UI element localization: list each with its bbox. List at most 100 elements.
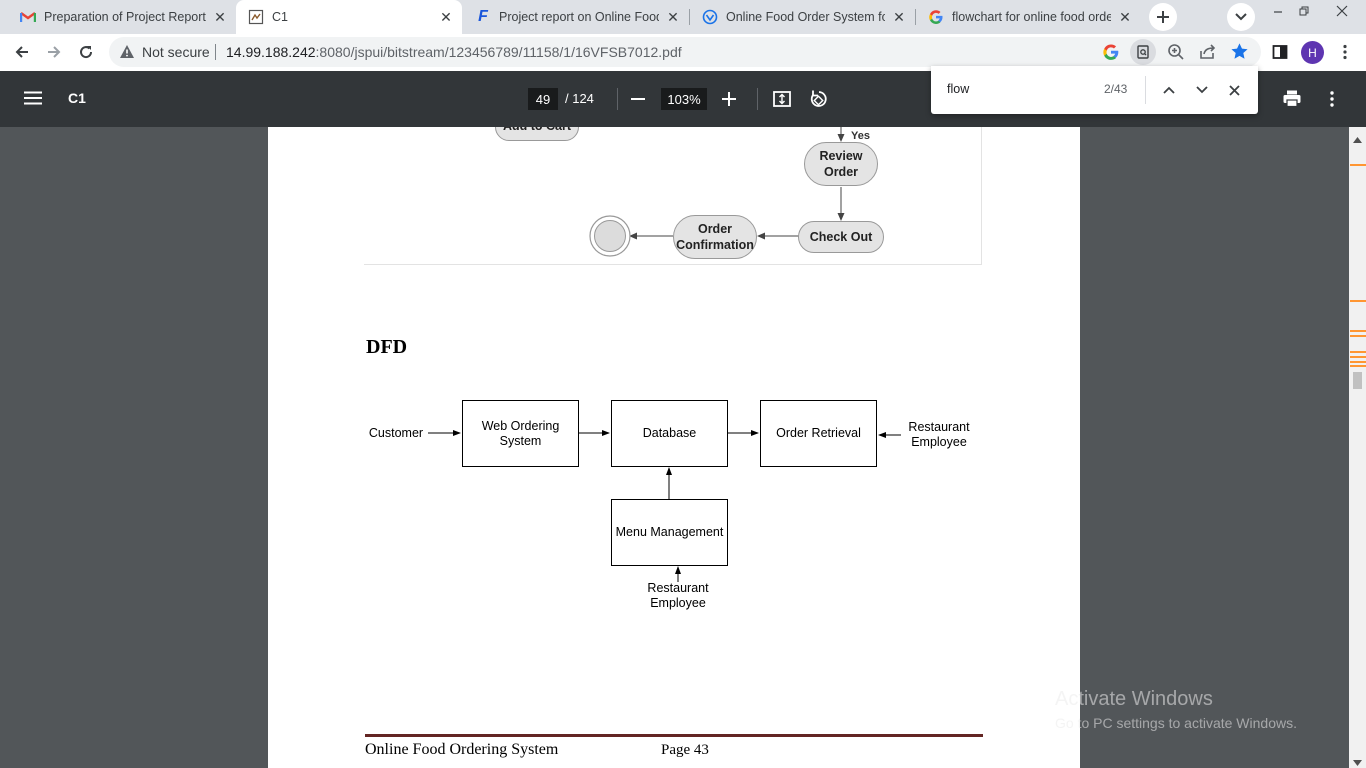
find-match-marker xyxy=(1350,330,1366,332)
footer-page-label: Page 43 xyxy=(661,742,709,758)
tab-close-icon[interactable]: ✕ xyxy=(214,8,226,25)
gmail-icon xyxy=(20,9,36,25)
security-label[interactable]: Not secure xyxy=(142,44,210,60)
menu-button[interactable] xyxy=(24,91,42,108)
tab-close-icon[interactable]: ✕ xyxy=(1119,8,1131,25)
tab-google-search[interactable]: flowchart for online food orde ✕ xyxy=(916,0,1141,34)
flowchart-frame xyxy=(364,127,982,265)
share-icon[interactable] xyxy=(1199,43,1217,64)
more-vert-icon xyxy=(1330,91,1334,107)
dfd-connectors xyxy=(428,430,901,582)
side-panel-button[interactable] xyxy=(1266,38,1294,66)
tab-close-icon[interactable]: ✕ xyxy=(893,8,905,25)
tab-project-report[interactable]: F Project report on Online Food ✕ xyxy=(463,0,689,34)
forward-button[interactable] xyxy=(40,38,68,66)
tab-close-icon[interactable]: ✕ xyxy=(667,8,679,25)
f-logo-icon: F xyxy=(478,8,488,25)
tab-online-food-system[interactable]: Online Food Order System for ✕ xyxy=(690,0,915,34)
dfd-menu-management: Menu Management xyxy=(611,499,728,566)
flowchart-connectors xyxy=(589,127,845,257)
address-bar[interactable]: Not secure 14.99.188.242:8080/jspui/bits… xyxy=(109,37,1261,67)
url-host: 14.99.188.242 xyxy=(226,44,316,60)
find-in-page-icon[interactable] xyxy=(1130,39,1156,65)
tab-search-button[interactable] xyxy=(1227,3,1255,31)
pdf-doc-icon xyxy=(248,9,264,25)
scroll-down-arrow-icon[interactable] xyxy=(1353,754,1362,768)
zoom-out-button[interactable] xyxy=(631,91,649,107)
tab-separator xyxy=(689,9,690,25)
fit-page-button[interactable] xyxy=(773,90,791,111)
dfd-order-retrieval: Order Retrieval xyxy=(760,400,877,467)
close-window-button[interactable] xyxy=(1318,0,1366,22)
chevron-down-icon xyxy=(1196,86,1208,94)
tab-title: Project report on Online Food xyxy=(499,10,659,24)
google-translate-icon[interactable] xyxy=(1102,43,1120,64)
plus-icon xyxy=(1157,11,1169,23)
browser-menu-button[interactable] xyxy=(1331,38,1359,66)
pdf-viewer[interactable]: Add to Cart Yes Review Order Check Out O… xyxy=(0,127,1349,768)
tab-title: Online Food Order System for xyxy=(726,10,885,24)
watermark-subtitle: Go to PC settings to activate Windows. xyxy=(1055,715,1297,731)
tab-strip: Preparation of Project Reports ✕ C1 ✕ F … xyxy=(0,0,1366,34)
page-number-input[interactable]: 49 xyxy=(528,88,558,110)
find-match-marker xyxy=(1350,365,1366,367)
minimize-icon xyxy=(1274,11,1282,13)
pdf-page: Add to Cart Yes Review Order Check Out O… xyxy=(268,127,1080,768)
reload-icon xyxy=(80,46,93,59)
print-button[interactable] xyxy=(1283,90,1301,110)
warning-icon[interactable] xyxy=(119,44,135,62)
footer-rule xyxy=(365,734,983,737)
url-text[interactable]: 14.99.188.242:8080/jspui/bitstream/12345… xyxy=(226,44,682,60)
rotate-button[interactable] xyxy=(809,89,828,112)
find-previous-button[interactable] xyxy=(1159,81,1179,99)
vivo-icon xyxy=(702,9,718,25)
tab-preparation-reports[interactable]: Preparation of Project Reports ✕ xyxy=(8,0,236,34)
zoom-icon[interactable] xyxy=(1167,43,1185,64)
footer-doc-name: Online Food Ordering System xyxy=(365,741,559,758)
more-vert-icon xyxy=(1343,44,1347,60)
tab-title: flowchart for online food orde xyxy=(952,10,1111,24)
tab-c1[interactable]: C1 ✕ xyxy=(236,0,462,34)
restore-icon xyxy=(1299,6,1309,16)
find-count: 2/43 xyxy=(1104,82,1128,96)
dfd-customer: Customer xyxy=(368,426,424,440)
profile-avatar[interactable]: H xyxy=(1301,41,1324,64)
pdf-more-button[interactable] xyxy=(1330,91,1334,110)
scroll-thumb[interactable] xyxy=(1353,372,1362,389)
new-tab-button[interactable] xyxy=(1149,3,1177,31)
total-pages: / 124 xyxy=(565,91,594,106)
find-close-button[interactable] xyxy=(1224,81,1244,99)
review-order-node: Review Order xyxy=(804,142,878,186)
chevron-down-icon xyxy=(1235,13,1247,21)
arrow-left-icon xyxy=(15,46,28,58)
find-input[interactable]: flow xyxy=(947,82,970,96)
zoom-input[interactable]: 103% xyxy=(661,88,707,110)
tab-close-icon[interactable]: ✕ xyxy=(440,8,452,25)
find-next-button[interactable] xyxy=(1192,81,1212,99)
scroll-up-arrow-icon[interactable] xyxy=(1353,131,1362,146)
arrow-right-icon xyxy=(48,46,61,58)
hamburger-icon xyxy=(24,91,42,105)
vertical-scrollbar[interactable] xyxy=(1349,127,1366,768)
dfd-database: Database xyxy=(611,400,728,467)
print-icon xyxy=(1283,90,1301,108)
back-button[interactable] xyxy=(8,38,36,66)
reload-button[interactable] xyxy=(72,38,100,66)
find-match-marker xyxy=(1350,164,1366,166)
document-title: C1 xyxy=(68,90,86,106)
rotate-icon xyxy=(810,90,827,107)
tab-title: Preparation of Project Reports xyxy=(44,10,206,24)
dfd-heading: DFD xyxy=(366,336,408,358)
zoom-in-button[interactable] xyxy=(722,92,736,109)
find-match-marker xyxy=(1350,300,1366,302)
minus-icon xyxy=(631,98,645,100)
watermark-title: Activate Windows xyxy=(1055,688,1213,710)
google-icon xyxy=(928,9,944,25)
find-match-marker xyxy=(1350,335,1366,337)
tab-separator xyxy=(915,9,916,25)
dfd-restaurant-employee-bottom: Restaurant Employee xyxy=(647,581,709,610)
minimize-button[interactable] xyxy=(1264,0,1292,22)
find-match-marker xyxy=(1350,361,1366,363)
bookmark-star-icon[interactable] xyxy=(1230,42,1249,64)
restore-button[interactable] xyxy=(1290,0,1318,22)
